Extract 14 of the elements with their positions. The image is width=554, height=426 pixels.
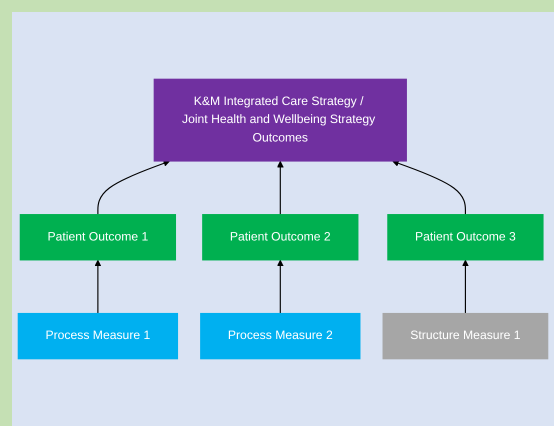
arrow	[97, 160, 170, 214]
arrow	[276, 160, 284, 214]
node-box	[387, 214, 544, 260]
node-box	[154, 78, 407, 162]
node-box	[202, 214, 358, 260]
node-box	[200, 312, 360, 360]
node-box	[18, 312, 178, 360]
arrow	[94, 260, 102, 314]
node-box	[382, 312, 548, 360]
node-box	[20, 214, 176, 260]
arrow	[392, 160, 466, 214]
panel-background: K&M Integrated Care Strategy / Joint Health and Wellbeing Strategy Outcomes Patient Outcome 1 Patient Outcome 2 Patient Outcome 3 Process Measure 1 Process Measure 2 Structure Measure 1	[12, 12, 554, 426]
arrow	[462, 260, 469, 314]
arrow	[276, 260, 284, 314]
